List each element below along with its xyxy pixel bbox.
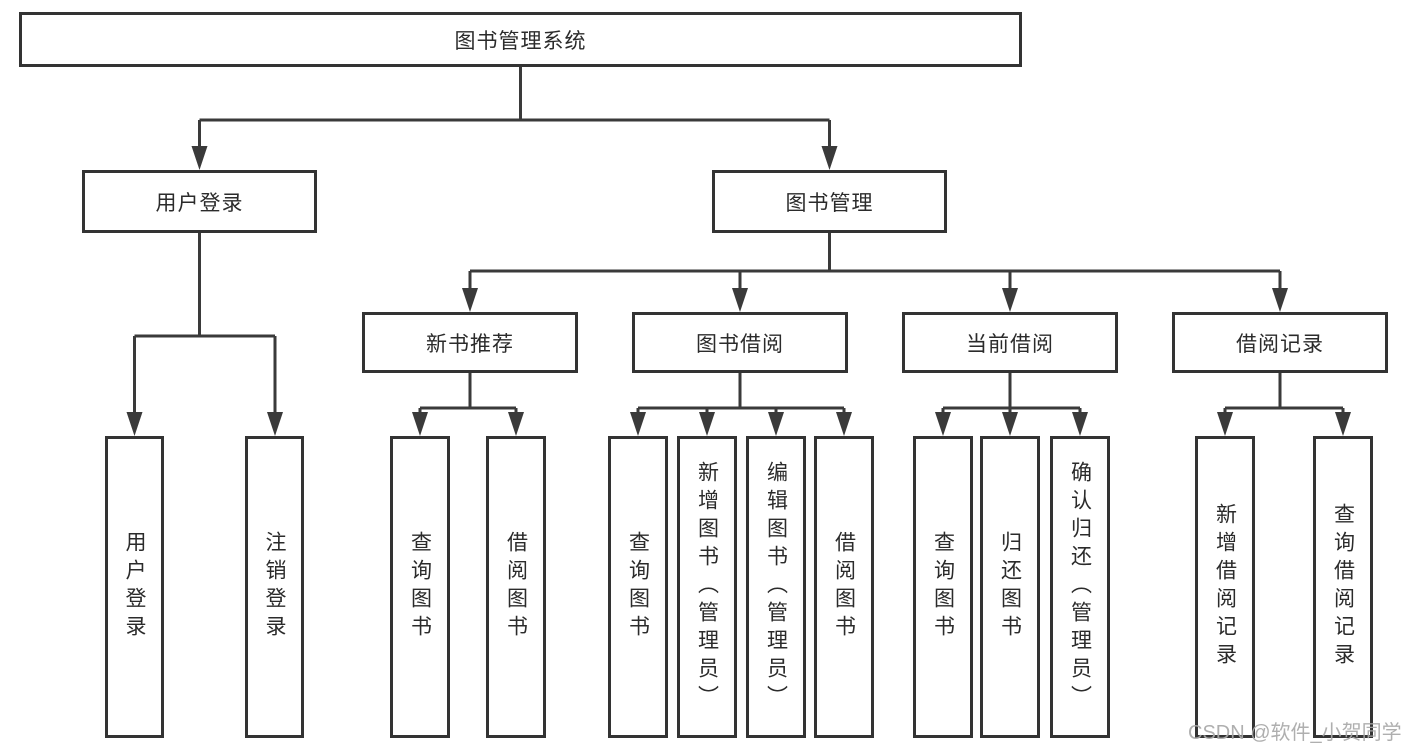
node-current-borrowing: 当前借阅 [902, 312, 1118, 373]
arrowheads [126, 146, 1351, 436]
node-label: 新增借阅记录 [1213, 503, 1237, 671]
node-label: 归还图书 [998, 531, 1022, 643]
leaf-edit-book-admin: 编辑图书（管理员） [746, 436, 806, 738]
leaf-add-borrow-record: 新增借阅记录 [1195, 436, 1255, 738]
arrow-icon [699, 412, 715, 436]
leaf-borrow-books-recommend: 借阅图书 [486, 436, 546, 738]
leaf-confirm-return-admin: 确认归还（管理员） [1050, 436, 1110, 738]
node-new-book-recommendation: 新书推荐 [362, 312, 578, 373]
node-label: 确认归还（管理员） [1068, 461, 1092, 713]
node-label: 借阅图书 [832, 531, 856, 643]
node-label: 新书推荐 [426, 332, 514, 356]
node-label: 查询借阅记录 [1331, 503, 1355, 671]
arrow-icon [935, 412, 951, 436]
arrow-icon [126, 412, 143, 436]
leaf-logout: 注销登录 [245, 436, 304, 738]
arrow-icon [836, 412, 852, 436]
edge-userlogin-to-leaves [133, 233, 277, 414]
leaf-add-book-admin: 新增图书（管理员） [677, 436, 737, 738]
arrow-icon [768, 412, 784, 436]
edge-newbook-to-leaves [418, 373, 518, 414]
arrow-icon [1217, 412, 1233, 436]
arrow-icon [508, 412, 524, 436]
node-label: 借阅图书 [504, 531, 528, 643]
edge-bookmgmt-to-level3 [468, 233, 1282, 290]
leaf-return-book: 归还图书 [980, 436, 1040, 738]
leaf-user-login: 用户登录 [105, 436, 164, 738]
arrow-icon [821, 146, 838, 170]
arrow-icon [630, 412, 646, 436]
node-label: 注销登录 [263, 531, 287, 643]
arrow-icon [1002, 412, 1018, 436]
arrow-icon [1072, 412, 1088, 436]
node-label: 查询图书 [626, 531, 650, 643]
watermark: CSDN @软件_小贺同学 [1188, 722, 1402, 744]
node-label: 图书管理 [785, 191, 874, 215]
node-label: 当前借阅 [966, 332, 1054, 356]
node-book-borrowing: 图书借阅 [632, 312, 848, 373]
node-label: 用户登录 [123, 531, 147, 643]
leaf-query-borrow-record: 查询借阅记录 [1313, 436, 1373, 738]
arrow-icon [732, 288, 748, 312]
arrow-icon [462, 288, 478, 312]
node-user-login: 用户登录 [82, 170, 317, 233]
node-label: 查询图书 [931, 531, 955, 643]
leaf-query-books-borrow: 查询图书 [608, 436, 668, 738]
node-borrowing-records: 借阅记录 [1172, 312, 1388, 373]
edge-currentborrow-to-leaves [941, 373, 1082, 414]
edge-root-to-level2 [198, 67, 831, 148]
arrow-icon [1335, 412, 1351, 436]
leaf-query-books-current: 查询图书 [913, 436, 973, 738]
node-label: 借阅记录 [1236, 332, 1324, 356]
node-label: 图书管理系统 [454, 29, 587, 53]
leaf-borrow-books-2: 借阅图书 [814, 436, 874, 738]
edge-borrowrecord-to-leaves [1223, 373, 1345, 414]
node-label: 图书借阅 [696, 332, 784, 356]
node-library-system: 图书管理系统 [19, 12, 1022, 67]
arrow-icon [1272, 288, 1288, 312]
arrow-icon [412, 412, 428, 436]
leaf-query-books-recommend: 查询图书 [390, 436, 450, 738]
arrow-icon [267, 412, 283, 436]
node-label: 编辑图书（管理员） [764, 461, 788, 713]
node-label: 查询图书 [408, 531, 432, 643]
arrow-icon [1002, 288, 1018, 312]
arrow-icon [191, 146, 208, 170]
node-label: 用户登录 [155, 191, 244, 215]
node-book-management: 图书管理 [712, 170, 947, 233]
node-label: 新增图书（管理员） [695, 461, 719, 713]
edge-bookborrow-to-leaves [636, 373, 846, 414]
